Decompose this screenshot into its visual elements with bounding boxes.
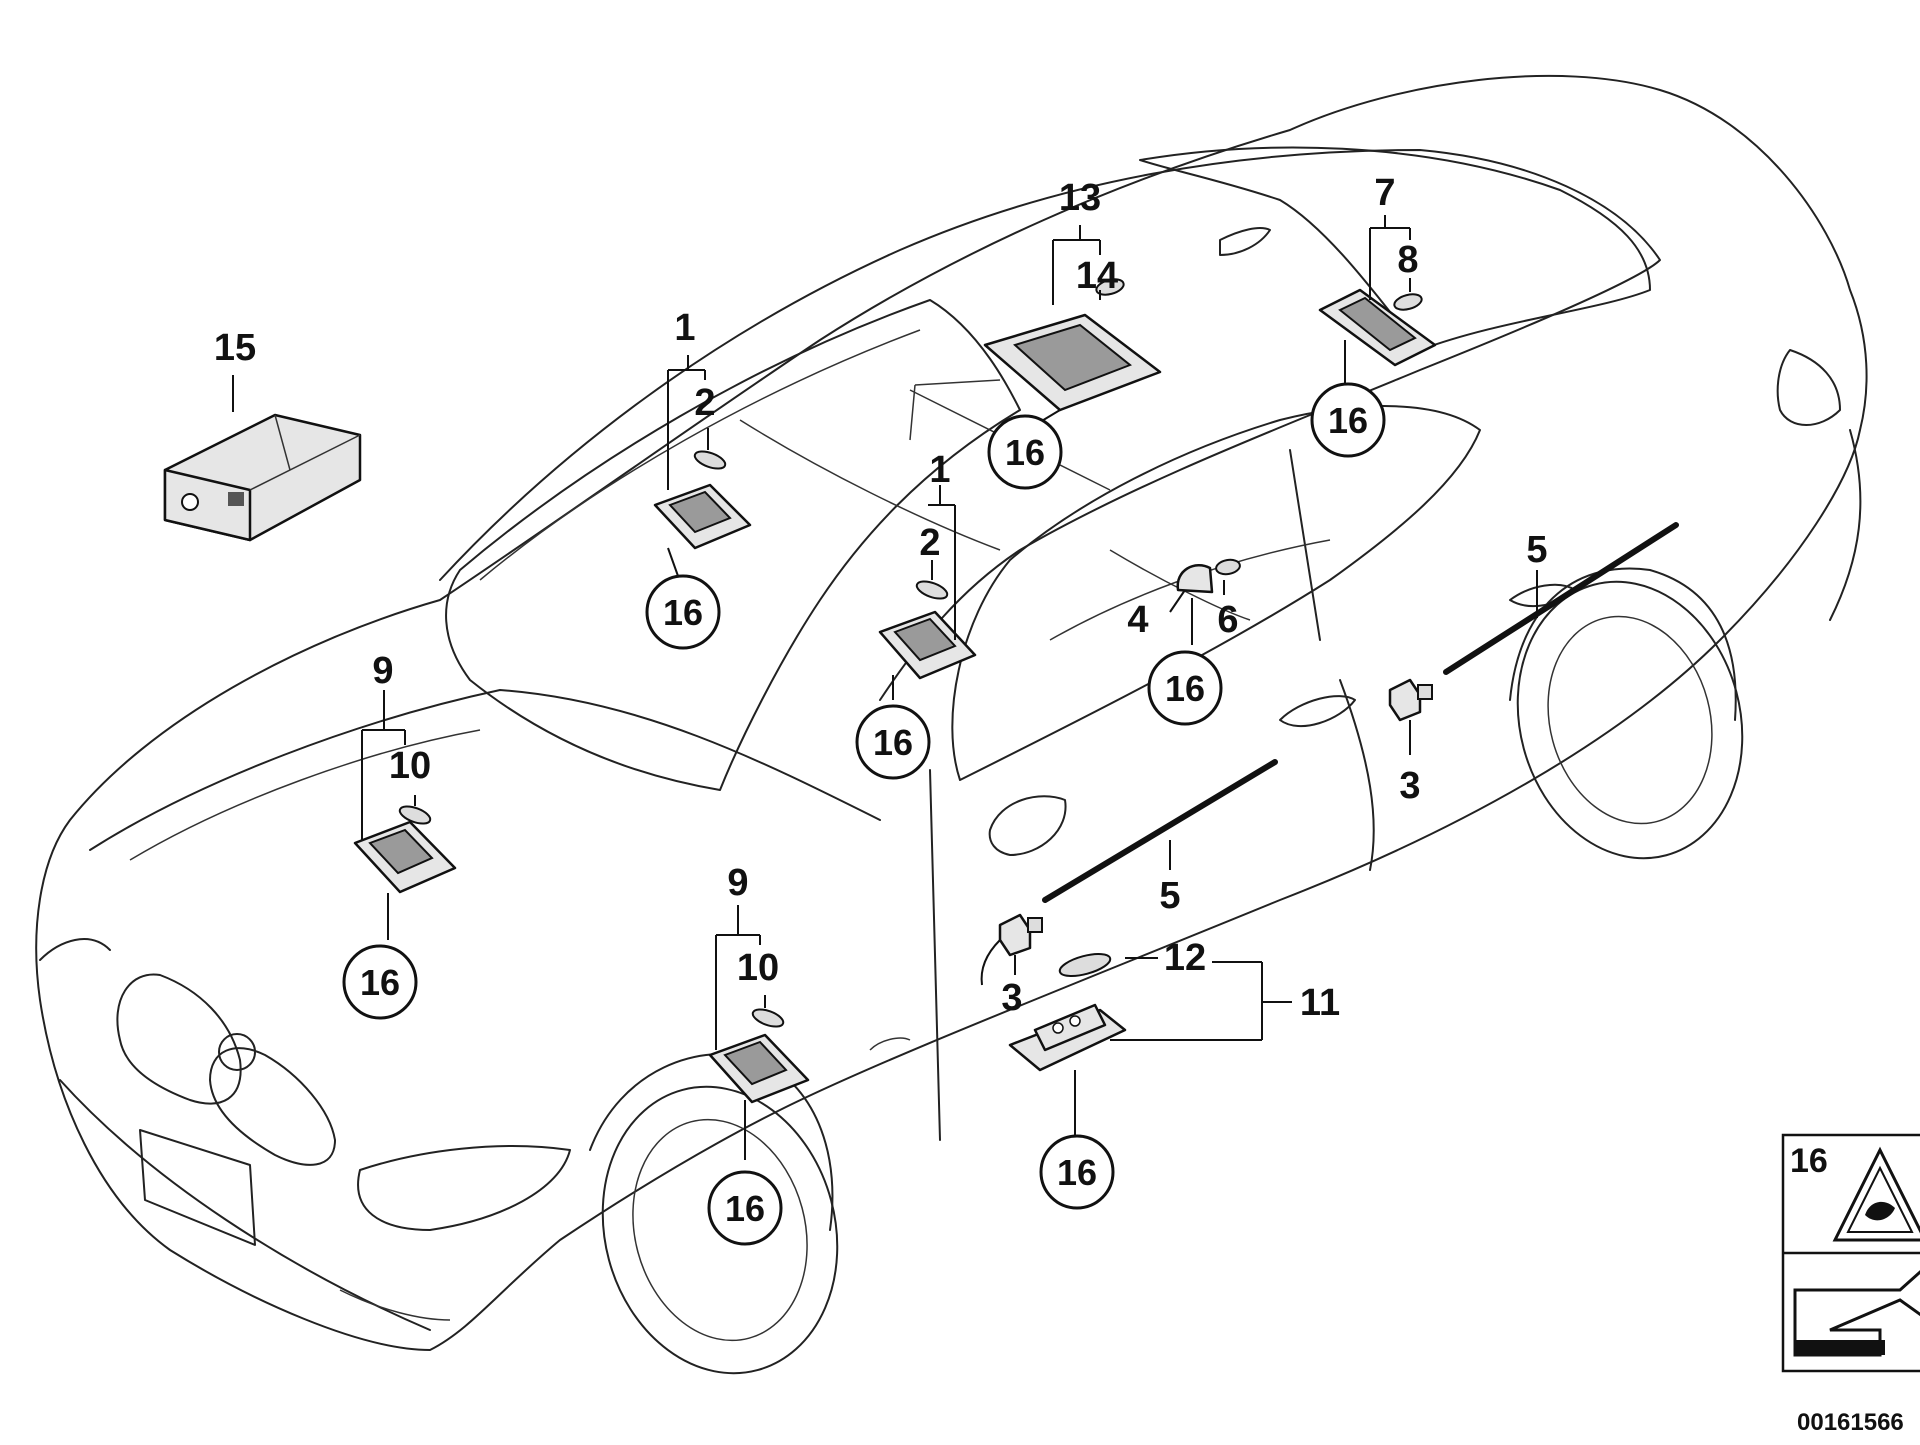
interior-light-front-left <box>653 483 752 550</box>
footwell-light-right <box>708 1033 810 1104</box>
bulb-12 <box>1058 953 1112 977</box>
circled-16-f: 16 <box>342 944 418 1020</box>
svg-text:16: 16 <box>1057 1152 1097 1193</box>
entry-light-part <box>1008 1003 1127 1072</box>
bulb-10a <box>398 805 432 825</box>
svg-text:16: 16 <box>1005 432 1045 473</box>
callout-15: 15 <box>214 327 256 369</box>
leader-lines <box>232 215 1538 1160</box>
svg-text:16: 16 <box>725 1188 765 1229</box>
door-switch-front <box>980 913 1043 986</box>
interior-light-front-right <box>878 610 977 680</box>
control-module-part <box>163 413 362 542</box>
legend-box: 16 <box>1781 1133 1920 1373</box>
footwell-light-left <box>353 820 457 894</box>
bulb-8 <box>1393 293 1423 311</box>
svg-text:16: 16 <box>1165 668 1205 709</box>
callout-3-front: 3 <box>1001 977 1022 1019</box>
callout-1-upper: 1 <box>674 307 695 349</box>
callout-9-upper: 9 <box>372 650 393 692</box>
car-outline <box>35 74 1868 1375</box>
callout-10-upper: 10 <box>389 745 431 787</box>
door-switch-rear <box>1388 678 1433 722</box>
circled-16-b: 16 <box>855 704 931 780</box>
callout-2-lower: 2 <box>919 522 940 564</box>
callout-numbers: 15 1 2 1 2 13 14 7 8 4 6 5 3 5 3 9 10 9 … <box>214 172 1548 1024</box>
circled-16-a: 16 <box>645 574 721 650</box>
callout-3-rear: 3 <box>1399 765 1420 807</box>
callout-9-lower: 9 <box>727 862 748 904</box>
circled-16-h: 16 <box>1039 1134 1115 1210</box>
legend-ref-number: 16 <box>1790 1142 1828 1180</box>
svg-text:16: 16 <box>873 722 913 763</box>
callout-14: 14 <box>1076 255 1118 297</box>
circled-16-d: 16 <box>1310 382 1386 458</box>
circled-16-e: 16 <box>1147 650 1223 726</box>
warning-triangle-icon <box>1832 1146 1920 1242</box>
svg-text:16: 16 <box>1328 400 1368 441</box>
bulb-10b <box>751 1008 785 1028</box>
rear-reading-light-part <box>1318 288 1437 367</box>
callout-8: 8 <box>1397 239 1418 281</box>
callout-5-rear: 5 <box>1526 529 1547 571</box>
arrow-pointer-icon <box>1793 1270 1920 1357</box>
dome-light-part <box>983 313 1162 412</box>
circled-callouts: 16 16 16 16 16 16 16 16 <box>342 382 1386 1246</box>
callout-11: 11 <box>1300 982 1340 1024</box>
small-light-part-4 <box>1176 564 1214 594</box>
circled-16-c: 16 <box>987 414 1063 490</box>
bulb-6 <box>1215 558 1241 576</box>
bulb-14 <box>1095 278 1125 296</box>
callout-1-lower: 1 <box>929 449 950 491</box>
callout-12: 12 <box>1164 937 1206 979</box>
callout-13: 13 <box>1059 177 1101 219</box>
diagram-part-number: 00161566 <box>1797 1409 1904 1436</box>
parts <box>163 278 1437 1104</box>
callout-2-upper: 2 <box>694 382 715 424</box>
svg-text:16: 16 <box>360 962 400 1003</box>
callout-6: 6 <box>1217 599 1238 641</box>
bulb-2a <box>693 450 727 470</box>
front-door-light-strip <box>1042 759 1278 903</box>
rear-door-light-strip <box>1443 522 1679 675</box>
callout-4: 4 <box>1127 599 1148 641</box>
bulb-2b <box>915 580 949 600</box>
circled-16-g: 16 <box>707 1170 783 1246</box>
svg-text:16: 16 <box>663 592 703 633</box>
callout-10-lower: 10 <box>737 947 779 989</box>
callout-7: 7 <box>1374 172 1395 214</box>
door-light-strips <box>1042 522 1679 903</box>
callout-5-front: 5 <box>1159 875 1180 917</box>
